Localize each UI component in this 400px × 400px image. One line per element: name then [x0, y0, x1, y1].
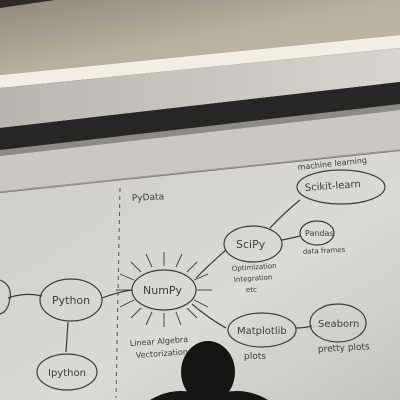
label-pandas-note: data frames — [303, 246, 346, 256]
label-scikit: Scikit-learn — [304, 179, 361, 194]
person-head — [181, 341, 235, 400]
label-scipy-note-3: etc — [246, 286, 257, 294]
light-band — [0, 35, 400, 88]
line-numpy-scipy — [195, 249, 227, 279]
scikit-bubble — [296, 169, 386, 205]
top-edge — [0, 0, 55, 8]
ceiling — [0, 0, 400, 75]
label-numpy-note-1: Linear Algebra — [130, 335, 189, 348]
label-numpy: NumPy — [143, 284, 183, 297]
ipython-bubble — [36, 353, 98, 391]
board-seam — [0, 149, 400, 193]
label-pandas: Pandas — [305, 229, 334, 238]
line-scipy-scikit — [269, 199, 301, 229]
middle-board — [0, 110, 400, 192]
scipy-bubble — [223, 225, 283, 263]
upper-board — [0, 48, 400, 128]
rail-highlight — [0, 104, 400, 156]
label-python: Python — [52, 294, 90, 307]
left-partial-bubble — [0, 279, 11, 315]
label-matplotlib-note: plots — [244, 352, 266, 362]
label-numpy-note-2: Vectorization — [136, 347, 189, 360]
label-seaborn: Seaborn — [318, 319, 359, 330]
pandas-bubble — [299, 220, 335, 246]
matplotlib-bubble — [227, 312, 297, 348]
line-python-ipython — [65, 321, 69, 353]
label-scipy: SciPy — [236, 238, 266, 251]
label-seaborn-note: pretty plots — [318, 342, 371, 355]
line-numpy-matplotlib — [191, 303, 227, 329]
label-scipy-note-2: Integration — [234, 273, 273, 284]
label-ipython: Ipython — [48, 368, 86, 379]
python-bubble — [39, 278, 103, 322]
line-scipy-pandas — [281, 235, 301, 241]
label-scipy-note-1: Optimization — [232, 262, 277, 273]
numpy-rays — [116, 252, 212, 327]
label-matplotlib: Matplotlib — [237, 326, 287, 337]
bubbles — [0, 169, 386, 391]
person-shoulders — [150, 391, 268, 400]
line-left-python — [7, 293, 43, 299]
person-silhouette — [150, 341, 268, 400]
board-rail — [0, 82, 400, 150]
label-pydata: PyData — [132, 192, 165, 204]
seaborn-bubble — [309, 303, 367, 343]
numpy-bubble — [131, 269, 197, 311]
main-board — [0, 151, 400, 400]
